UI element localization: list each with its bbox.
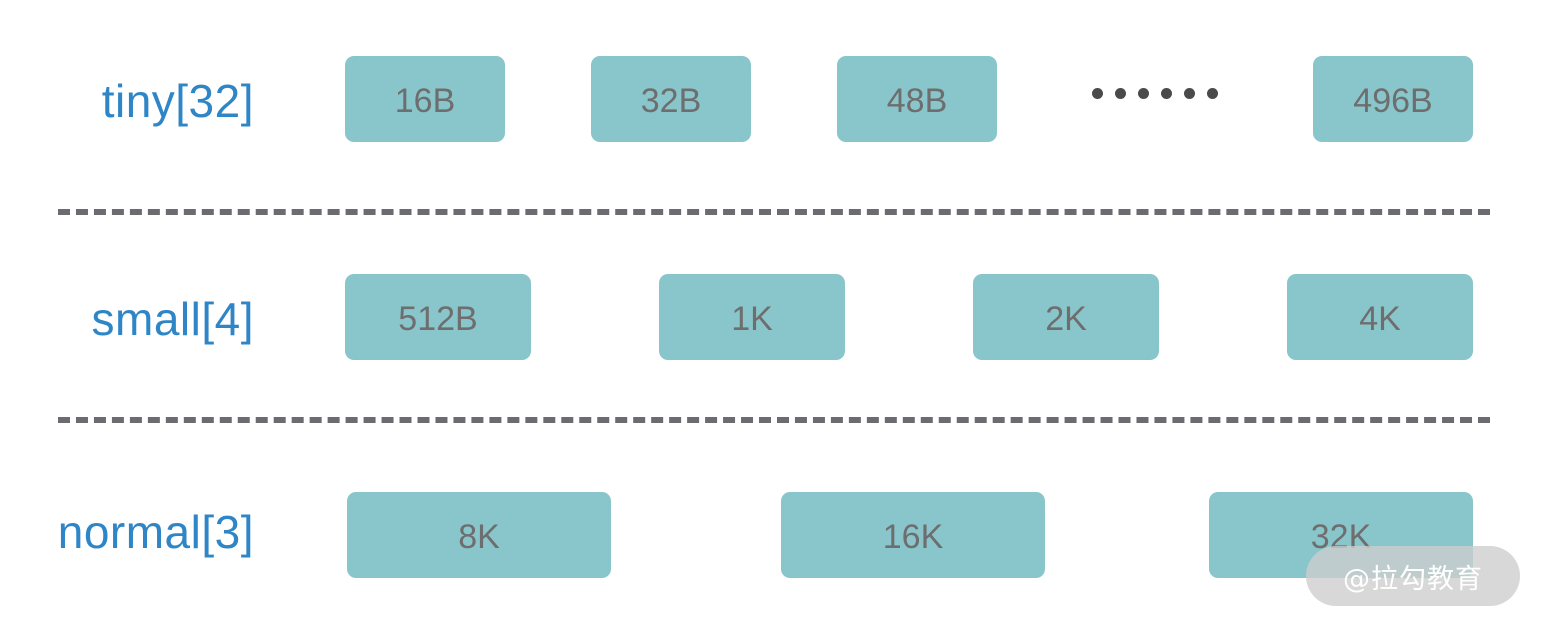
ellipsis-dots: [1092, 88, 1218, 99]
dot: [1092, 88, 1103, 99]
size-class-box-2k: 2K: [973, 274, 1159, 360]
row-label-tiny: tiny[32]: [101, 75, 254, 127]
size-class-box-496b: 496B: [1313, 56, 1473, 142]
size-class-box-1k: 1K: [659, 274, 845, 360]
size-class-box-16k: 16K: [781, 492, 1045, 578]
size-class-box-4k: 4K: [1287, 274, 1473, 360]
dot: [1115, 88, 1126, 99]
dot: [1161, 88, 1172, 99]
size-class-box-512b: 512B: [345, 274, 531, 360]
size-class-box-48b: 48B: [837, 56, 997, 142]
size-class-box-16b: 16B: [345, 56, 505, 142]
size-class-box-32b: 32B: [591, 56, 751, 142]
divider-dashed-2: [58, 417, 1490, 423]
watermark: @拉勾教育: [1306, 546, 1520, 606]
size-class-box-8k: 8K: [347, 492, 611, 578]
row-label-small: small[4]: [91, 293, 254, 345]
dot: [1184, 88, 1195, 99]
dot: [1207, 88, 1218, 99]
dot: [1138, 88, 1149, 99]
row-label-normal: normal[3]: [57, 506, 254, 558]
divider-dashed-1: [58, 209, 1490, 215]
